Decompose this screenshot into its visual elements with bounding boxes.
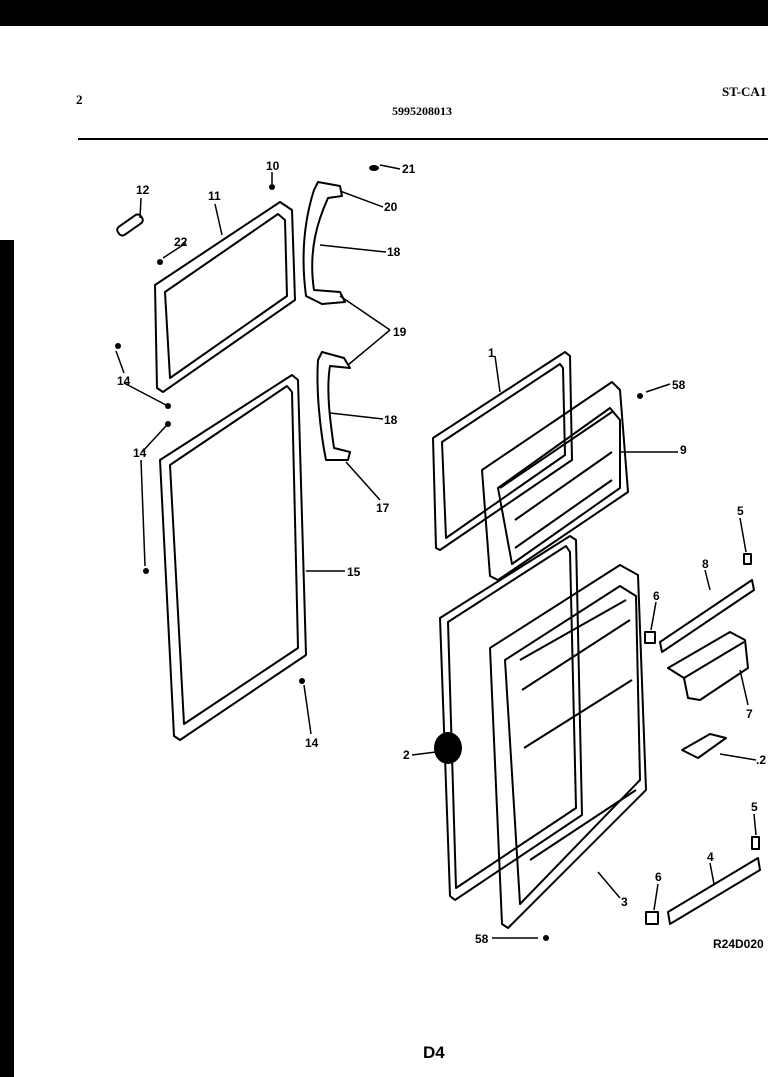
page-number: 2 — [76, 92, 83, 107]
callout-2-left: 2 — [403, 748, 410, 762]
drawing-reference-code: R24D020 — [713, 937, 764, 951]
part-number: 5995208013 — [392, 104, 452, 118]
scan-top-border — [0, 0, 768, 26]
callout-6-lower: 6 — [655, 870, 662, 884]
freezer-door-gasket-part-1 — [432, 351, 573, 551]
callout-19: 19 — [393, 325, 407, 339]
callout-9: 9 — [680, 443, 687, 457]
upper-handle-part-18 — [302, 181, 346, 305]
leader-lines — [115, 164, 757, 939]
callout-18-upper: 18 — [387, 245, 401, 259]
fresh-food-gasket-part-15 — [159, 374, 307, 741]
callout-5-lower: 5 — [751, 800, 758, 814]
callout-17: 17 — [376, 501, 390, 515]
callout-7: 7 — [746, 707, 753, 721]
callout-8: 8 — [702, 557, 709, 571]
callout-2-right: .2 — [756, 753, 766, 767]
callout-58-lower: 58 — [475, 932, 489, 946]
callout-21: 21 — [402, 162, 416, 176]
callout-20: 20 — [384, 200, 398, 214]
callout-12: 12 — [136, 183, 150, 197]
page-code: D4 — [423, 1043, 445, 1062]
callout-14-c: 14 — [305, 736, 319, 750]
bumper-part-12 — [116, 213, 144, 237]
shelf-rail-part-8 — [659, 579, 755, 653]
callout-10: 10 — [266, 159, 280, 173]
door-bin-part-7 — [667, 631, 749, 701]
callout-3: 3 — [621, 895, 628, 909]
fresh-food-door-liner-part-3 — [489, 564, 647, 929]
shelf-rail-part-4 — [667, 857, 761, 925]
end-cap-part-6-upper — [644, 631, 656, 644]
end-cap-part-5-lower — [751, 836, 760, 850]
fresh-food-door-gasket-part-2 — [439, 535, 583, 901]
callout-11: 11 — [208, 189, 221, 203]
callout-5-upper: 5 — [737, 504, 744, 518]
callout-14-a: 14 — [117, 374, 131, 388]
freezer-door-liner-part-9 — [481, 381, 629, 581]
callout-18-lower: 18 — [384, 413, 398, 427]
header-rule — [78, 138, 768, 140]
scan-left-border — [0, 240, 14, 1077]
callout-58-upper: 58 — [672, 378, 686, 392]
model-code: ST-CA1 — [722, 84, 767, 99]
end-cap-part-5-upper — [743, 553, 752, 565]
lower-handle-part-18 — [316, 351, 351, 461]
callout-4: 4 — [707, 850, 714, 864]
end-cap-part-6-lower — [645, 911, 659, 925]
callout-15: 15 — [347, 565, 361, 579]
callout-14-b: 14 — [133, 446, 147, 460]
freezer-gasket-part-11 — [154, 201, 296, 393]
egg-tray-part-2 — [681, 733, 727, 759]
callout-6-upper: 6 — [653, 589, 660, 603]
callout-22: 22 — [174, 235, 188, 249]
callout-1: 1 — [488, 346, 495, 360]
fasteners — [115, 165, 643, 941]
